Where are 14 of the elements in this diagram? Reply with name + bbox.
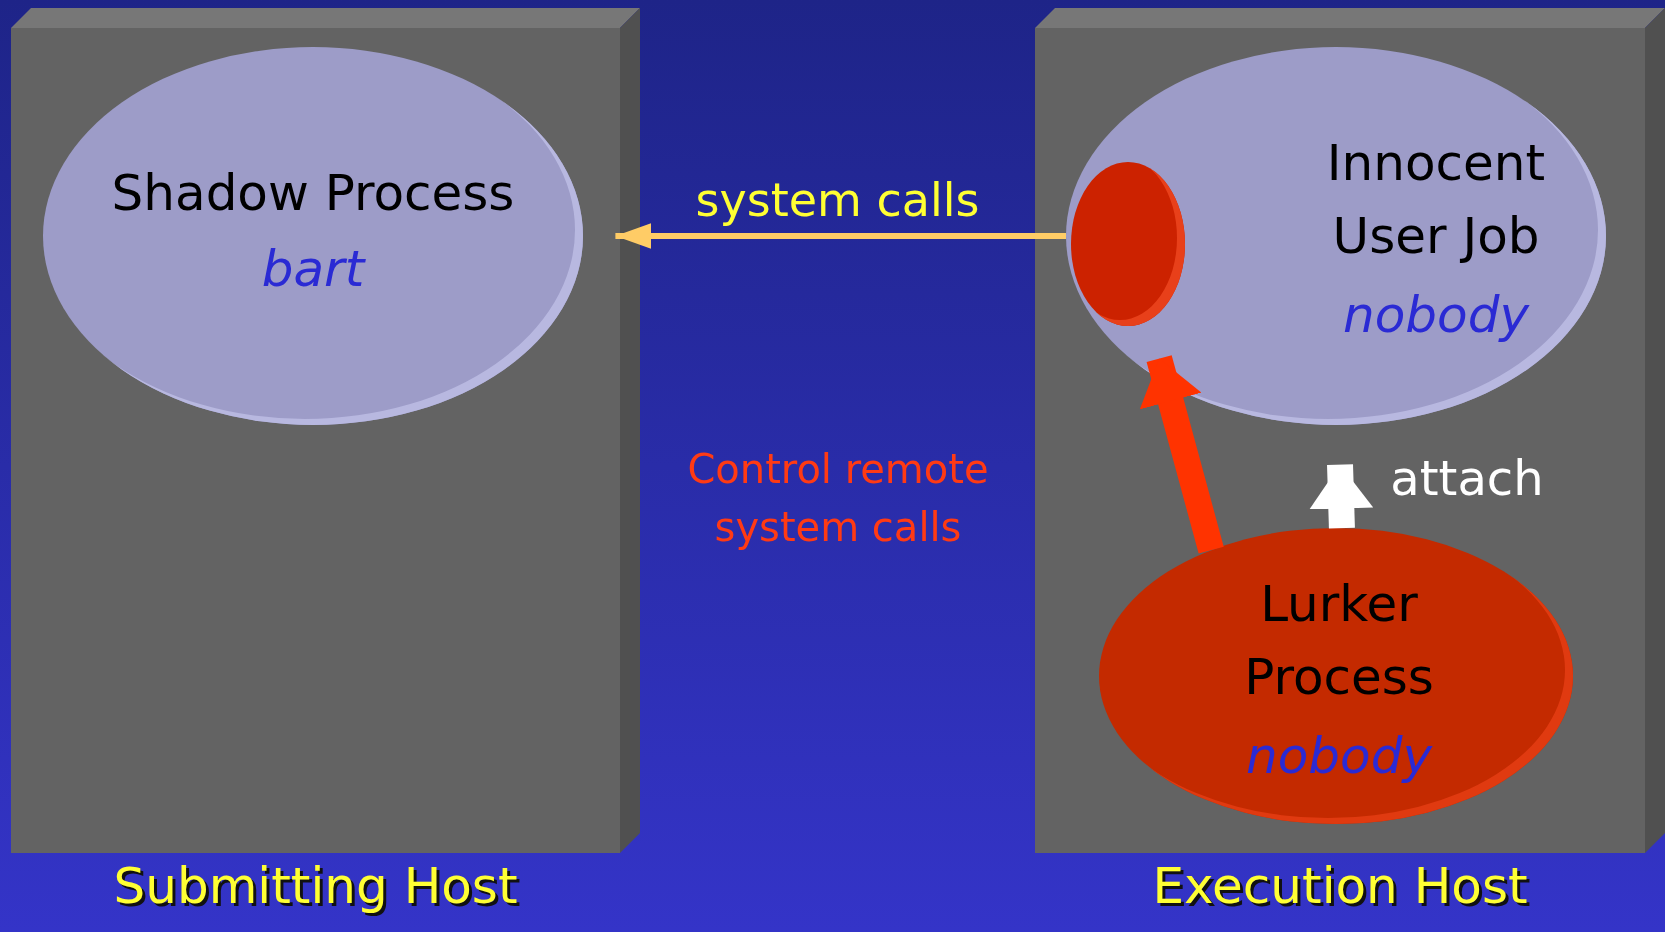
user-name: nobody xyxy=(1245,726,1434,787)
arrow xyxy=(615,223,1066,249)
host-heading: Execution Host xyxy=(1151,856,1529,917)
user-name: bart xyxy=(260,239,367,300)
host-heading: Submitting Host xyxy=(112,856,519,917)
arrow xyxy=(1139,355,1224,554)
edge-label: attach xyxy=(1389,449,1545,508)
annotation-text: Control remote system calls xyxy=(686,445,990,552)
process-label: Innocent User Job xyxy=(1325,133,1547,267)
user-name: nobody xyxy=(1342,285,1531,346)
edge-label: system calls xyxy=(694,172,981,229)
process-label: Shadow Process xyxy=(110,163,516,224)
process-label: Lurker Process xyxy=(1243,574,1435,708)
arrow xyxy=(1309,464,1374,529)
